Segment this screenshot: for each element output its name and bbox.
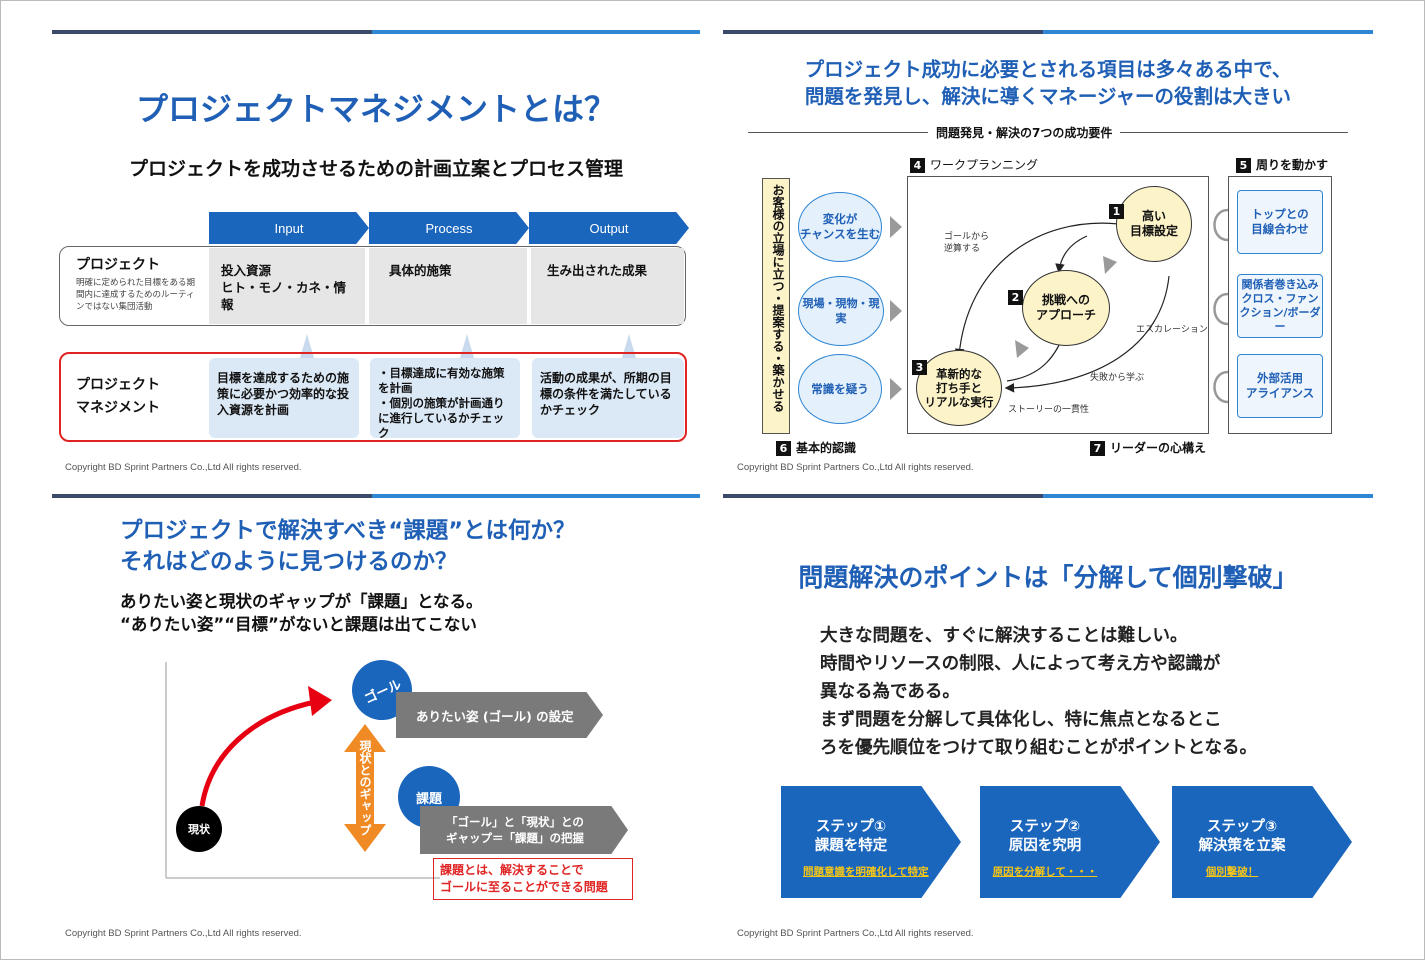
note-story: ストーリーの一貫性: [1008, 405, 1090, 415]
vertical-text: お客様の立場に立つ・提案する・築かせる: [771, 184, 785, 412]
arrow-right-1: [890, 216, 902, 238]
copyright: Copyright BD Sprint Partners Co.,Ltd All…: [737, 462, 974, 473]
copyright: Copyright BD Sprint Partners Co.,Ltd All…: [65, 928, 302, 939]
body-text: 大きな問題を、すぐに解決することは難しい。 時間やリソースの制限、人によって考え…: [820, 626, 1257, 758]
issue-definition-note: 課題とは、解決することで ゴールに至ることができる問題: [433, 858, 633, 900]
num-4: 4: [910, 158, 925, 173]
section-title: 問題発見・解決の7つの成功要件: [928, 124, 1121, 141]
bubble-change: 変化が チャンスを生む: [798, 192, 882, 262]
num-7: 7: [1090, 441, 1105, 456]
step-2: ステップ② 原因を究明 原因を分解して・・・: [980, 786, 1160, 898]
step-3-sub: 個別撃破！: [1205, 866, 1259, 878]
top-bar-blue: [1043, 494, 1373, 498]
label-work-planning: 4 ワークプランニング: [910, 156, 1038, 173]
goal-bar-text: ありたい姿 (ゴール) の設定: [416, 709, 574, 724]
project-desc: 明確に定められた目標をある期間内に達成するためのルーティンではない集団活動: [76, 278, 196, 312]
project-cell-input: 投入資源 ヒト・モノ・カネ・情報: [209, 248, 365, 324]
gap-label: 現状とのギャップ: [358, 740, 372, 836]
header-input: Input: [209, 212, 369, 244]
num-6: 6: [776, 441, 791, 456]
pm-row: [59, 352, 687, 442]
arrow-right-2: [890, 300, 902, 322]
pm-cell-process: ・目標達成に有効な施策を計画 ・個別の施策が計画通りに進行しているかチェック: [370, 358, 520, 440]
cycle-arrows: [954, 222, 1170, 393]
page-title: プロジェクト成功に必要とされる項目は多々ある中で、 問題を発見し、解決に導くマネ…: [804, 58, 1292, 108]
project-cell-output: 生み出された成果: [531, 248, 684, 324]
project-cell-process: 具体的施策: [369, 248, 527, 324]
top-bar-dark: [52, 30, 372, 34]
work-planning-box: [907, 176, 1209, 434]
page-subtitle: プロジェクトを成功させるための計画立案とプロセス管理: [128, 158, 623, 180]
current-circle: 現状: [176, 806, 222, 852]
step-1-title: ステップ① 課題を特定: [814, 819, 888, 854]
note-failure: 失敗から学ぶ: [1090, 373, 1145, 383]
label-7-text: リーダーの心構え: [1110, 441, 1207, 455]
page-title: 問題解決のポイントは「分解して個別撃破」: [798, 563, 1298, 592]
box-alliance: 外部活用 アライアンス: [1237, 354, 1323, 418]
graph-axes: [165, 662, 440, 879]
project-row: [59, 246, 686, 326]
right-box: [1228, 176, 1332, 434]
label-basic: 6 基本的認識: [776, 439, 856, 456]
page-subtitle: ありたい姿と現状のギャップが「課題」となる。 “ありたい姿”“目標”がないと課題…: [120, 592, 483, 634]
vertical-box: [762, 178, 790, 434]
header-process: Process: [369, 212, 529, 244]
pm-cell-input: 目標を達成するための施策に必要かつ効率的な投入資源を計画: [209, 358, 359, 438]
num-2: 2: [1008, 290, 1023, 305]
step-2-sub: 原因を分解して・・・: [992, 866, 1098, 878]
step-3-title: ステップ③ 解決策を立案: [1198, 819, 1286, 854]
step-3: ステップ③ 解決策を立案 個別撃破！: [1172, 786, 1352, 898]
label-move-others: 5 周りを動かす: [1236, 156, 1328, 173]
top-bar-blue: [372, 494, 700, 498]
note-goal: ゴールから 逆算する: [944, 232, 990, 254]
top-bar-blue: [372, 30, 700, 34]
arrow-right-3: [890, 378, 902, 400]
box-top-alignment: トップとの 目線合わせ: [1237, 190, 1323, 254]
num-1: 1: [1109, 204, 1124, 219]
bubble-common: 常識を疑う: [798, 354, 882, 424]
issue-bar: [420, 806, 628, 854]
label-6-text: 基本的認識: [796, 441, 857, 455]
top-bar-blue: [1043, 30, 1373, 34]
step-1: ステップ① 課題を特定 問題意識を明確化して特定: [781, 786, 961, 898]
top-bar-dark: [723, 30, 1043, 34]
pm-cell-output: 活動の成果が、所期の目標の条件を満たしているかチェック: [532, 358, 684, 438]
goal-bar: [396, 692, 603, 738]
circle-challenge: 挑戦への アプローチ: [1022, 270, 1110, 346]
top-bar-dark: [723, 494, 1043, 498]
step-1-sub: 問題意識を明確化して特定: [803, 866, 929, 878]
circle-high-goal: 高い 目標設定: [1116, 186, 1192, 262]
label-leader: 7 リーダーの心構え: [1090, 439, 1206, 456]
copyright: Copyright BD Sprint Partners Co.,Ltd All…: [737, 928, 974, 939]
step-2-title: ステップ② 原因を究明: [1008, 819, 1082, 854]
num-3: 3: [912, 360, 927, 375]
label-5-text: 周りを動かす: [1256, 158, 1329, 172]
box-stakeholders: 関係者巻き込み クロス・ファン クション/ボーダー: [1237, 274, 1323, 338]
num-5: 5: [1236, 158, 1251, 173]
circle-innovative: 革新的な 打ち手と リアルな実行: [916, 350, 1002, 426]
copyright: Copyright BD Sprint Partners Co.,Ltd All…: [65, 462, 302, 473]
gap-arrow-icon: [344, 724, 386, 852]
bubble-genba: 現場・現物・現実: [798, 276, 884, 346]
top-bar-dark: [52, 494, 372, 498]
pm-label: プロジェクト マネジメント: [76, 377, 160, 416]
header-output: Output: [529, 212, 689, 244]
page-title: プロジェクトで解決すべき“課題”とは何か？ それはどのように見つけるのか？: [120, 518, 576, 575]
page-title: プロジェクトマネジメントとは？: [135, 90, 616, 128]
loop-arrows-icon: [1213, 208, 1229, 404]
note-escalation: エスカレーション: [1136, 325, 1208, 335]
issue-bar-text: 「ゴール」と「現状」との ギャップ＝「課題」の把握: [446, 815, 584, 845]
label-4-text: ワークプランニング: [930, 158, 1039, 172]
project-label: プロジェクト: [76, 257, 160, 273]
